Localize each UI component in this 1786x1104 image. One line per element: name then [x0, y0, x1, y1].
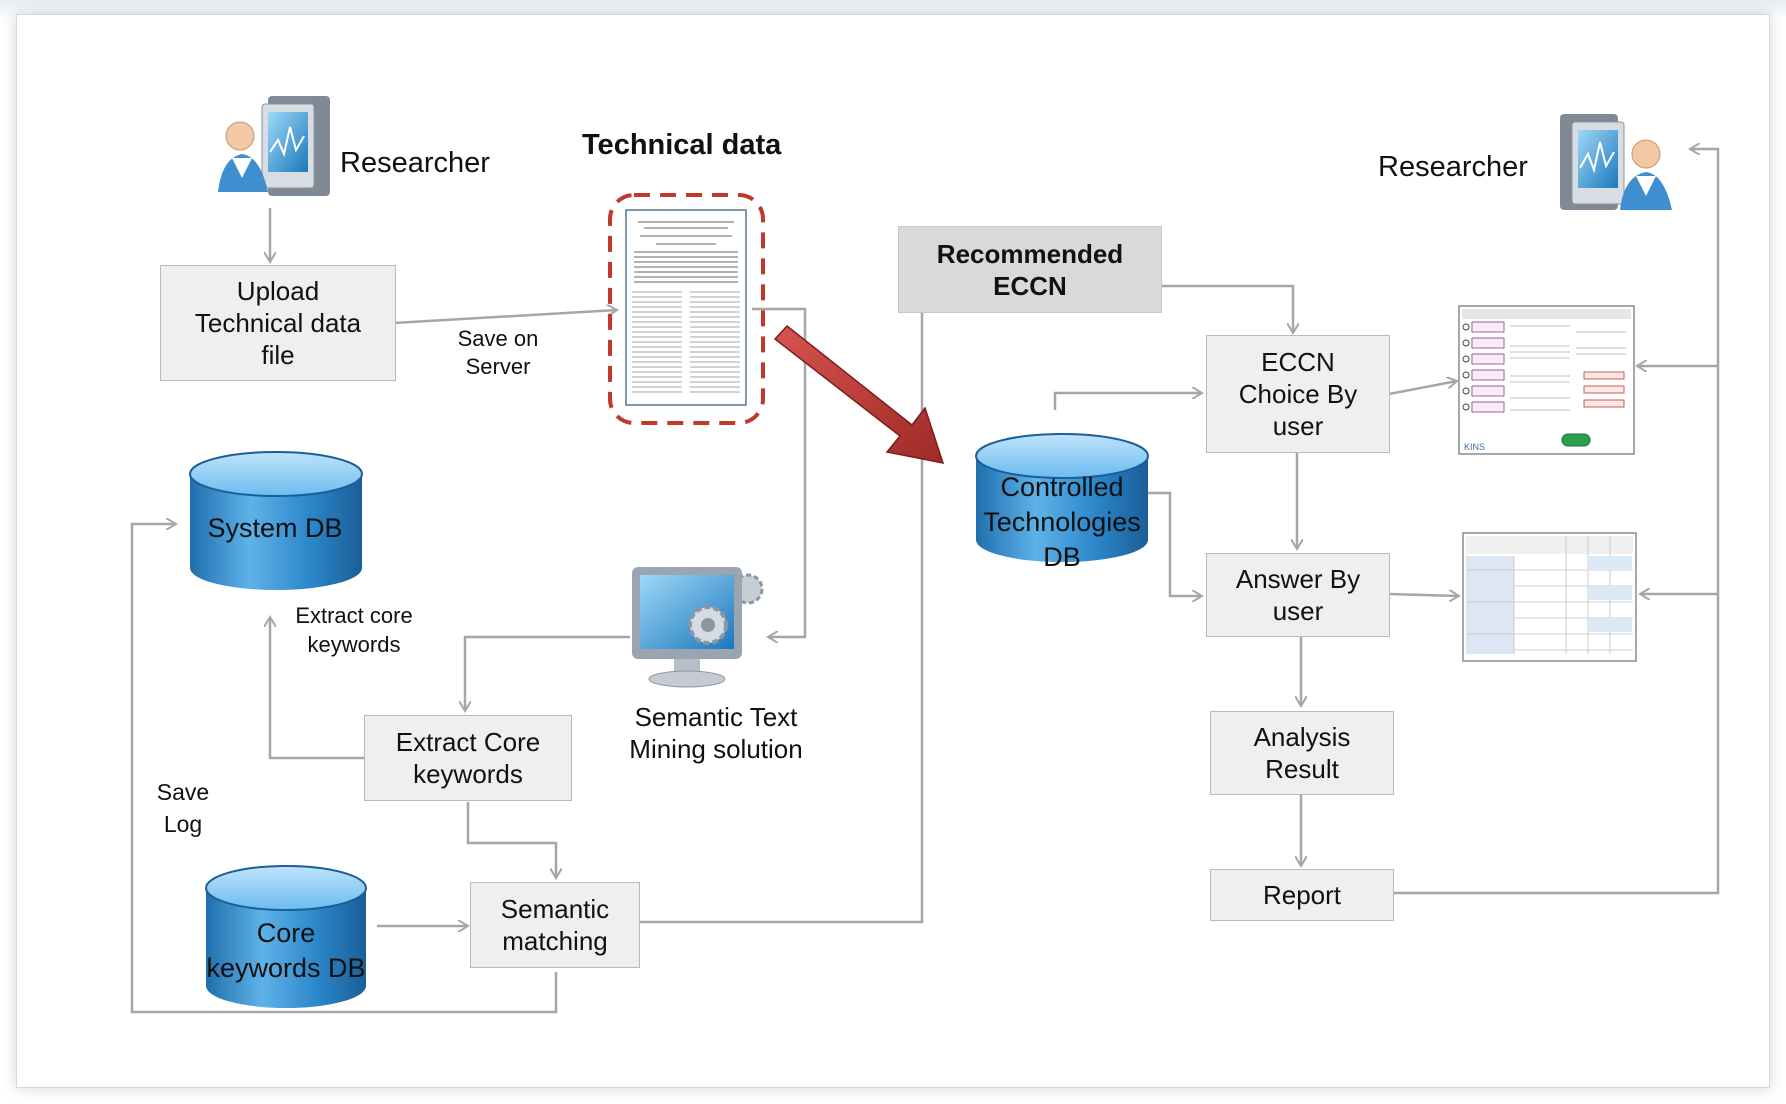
connectors	[130, 149, 1720, 1014]
connector-extract-matching	[466, 802, 556, 878]
answer-screenshot	[1462, 532, 1637, 662]
connector-ctdb-eccn	[1053, 393, 1202, 410]
system-db-label: System DB	[207, 513, 343, 543]
answer-label: Answer By user	[1235, 564, 1361, 626]
connector-report-researcher	[1389, 149, 1720, 895]
researcher-icon-left	[218, 96, 330, 196]
recommended-eccn-box: Recommended ECCN	[898, 226, 1162, 313]
upload-box[interactable]: Upload Technical data file	[160, 265, 396, 381]
connector-extract-systemdb	[270, 617, 364, 760]
connector-upload-doc	[393, 310, 617, 325]
system-db-cylinder	[189, 451, 363, 590]
monitor-gear-icon	[632, 567, 764, 688]
semantic-matching-box[interactable]: Semantic matching	[470, 882, 640, 968]
controlled-tech-db-label: Controlled Technologies DB	[983, 472, 1141, 572]
semantic-text-mining-label: Semantic Text Mining solution	[629, 702, 803, 764]
technical-data-label: Technical data	[582, 129, 782, 161]
core-keywords-db-cylinder	[205, 865, 367, 1008]
extract-core-keywords-label: Extract core keywords	[295, 603, 413, 657]
connector-ctdb-answer	[1148, 491, 1202, 596]
upload-label: Upload Technical data file	[194, 276, 362, 370]
eccn-choice-label: ECCN Choice By user	[1238, 347, 1358, 441]
extract-core-box[interactable]: Extract Core keywords	[364, 715, 572, 801]
analysis-result-box[interactable]: Analysis Result	[1210, 711, 1394, 795]
save-log-label: Save Log	[156, 779, 210, 837]
connector-recommended-eccn	[1162, 284, 1293, 333]
analysis-result-label: Analysis Result	[1253, 722, 1351, 784]
eccn-choice-box[interactable]: ECCN Choice By user	[1206, 335, 1390, 453]
connector-matching-recommended	[640, 313, 924, 924]
answer-box[interactable]: Answer By user	[1206, 553, 1390, 637]
recommended-eccn-label: Recommended ECCN	[936, 238, 1124, 301]
svg-text:KINS: KINS	[1464, 442, 1485, 452]
researcher-icon-right	[1560, 114, 1672, 210]
connector-eccn-screen1	[1388, 381, 1457, 396]
big-red-arrow	[773, 324, 945, 464]
semantic-matching-label: Semantic matching	[500, 894, 610, 956]
connector-doc-mining	[752, 307, 807, 637]
researcher-right-label: Researcher	[1378, 151, 1528, 183]
connector-answer-screen2	[1388, 594, 1459, 596]
document-icon	[608, 193, 765, 425]
report-label: Report	[1262, 880, 1342, 910]
extract-core-box-label: Extract Core keywords	[395, 727, 541, 789]
save-on-server-label: Save on Server	[457, 326, 539, 379]
eccn-choice-screenshot: KINS	[1458, 305, 1635, 455]
researcher-left-label: Researcher	[340, 147, 490, 179]
connector-mining-extract	[465, 635, 630, 711]
report-box[interactable]: Report	[1210, 869, 1394, 921]
controlled-tech-db-cylinder	[975, 433, 1149, 562]
core-keywords-db-label: Core keywords DB	[206, 918, 366, 983]
connector-save-log	[130, 524, 558, 1014]
